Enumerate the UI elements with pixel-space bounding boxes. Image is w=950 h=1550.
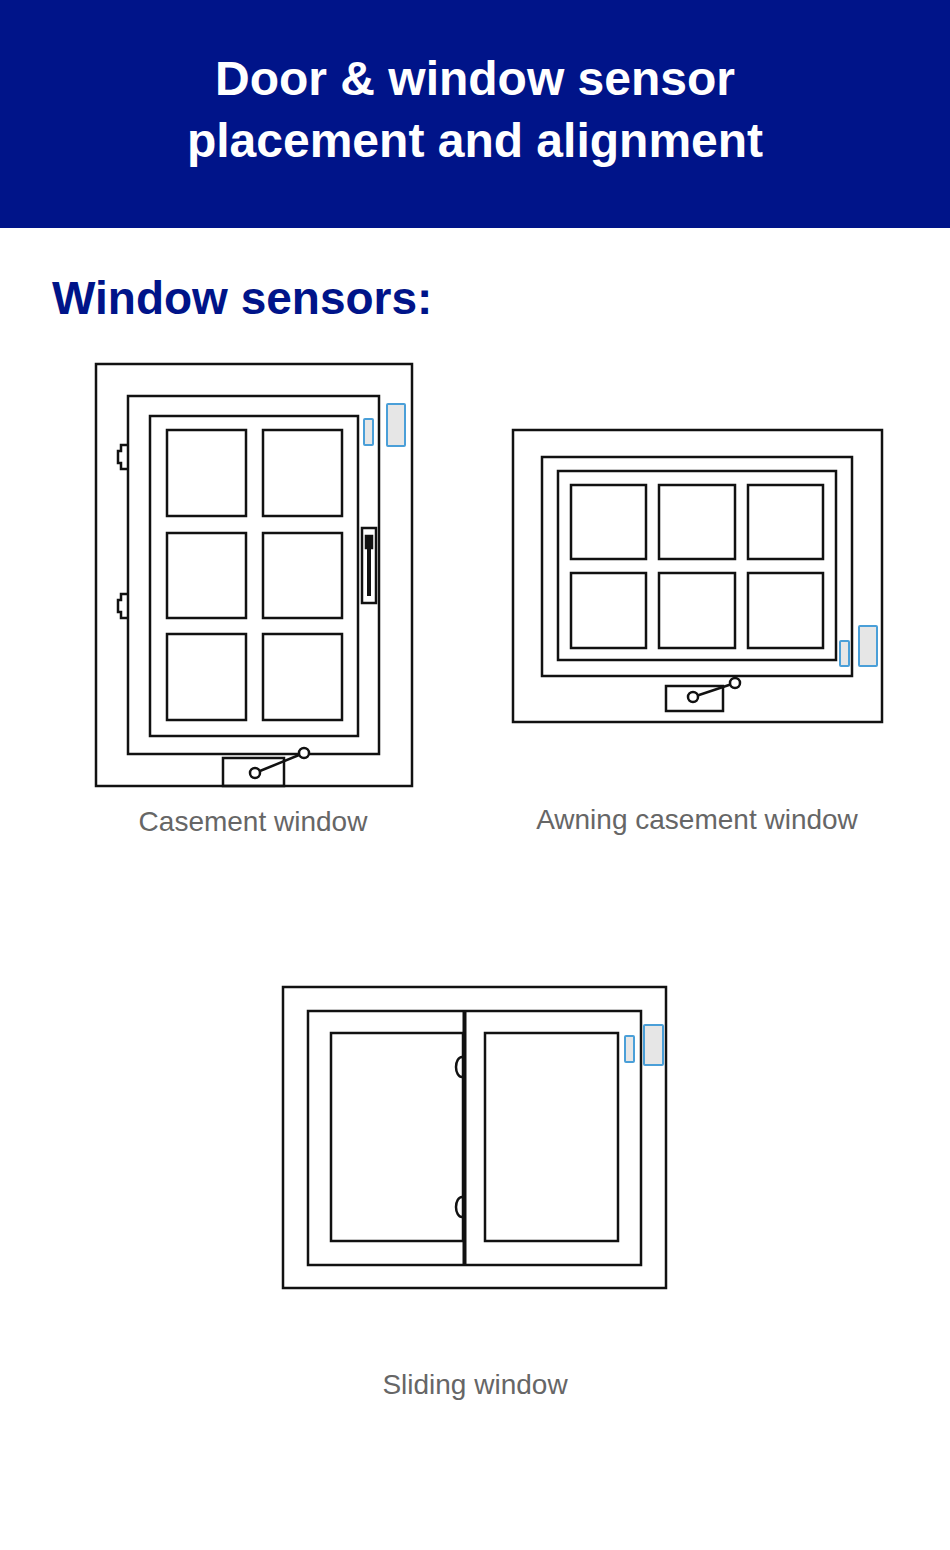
window-caption: Casement window — [139, 805, 368, 839]
section-heading: Window sensors: — [52, 271, 432, 325]
awning-window — [513, 430, 882, 722]
page-title: Door & window sensor placement and align… — [115, 48, 835, 172]
window-caption: Awning casement window — [536, 803, 858, 837]
sensor-pairs — [364, 404, 877, 1065]
window-caption: Sliding window — [382, 1368, 567, 1402]
sliding-window — [283, 987, 666, 1288]
casement-window — [96, 364, 412, 786]
